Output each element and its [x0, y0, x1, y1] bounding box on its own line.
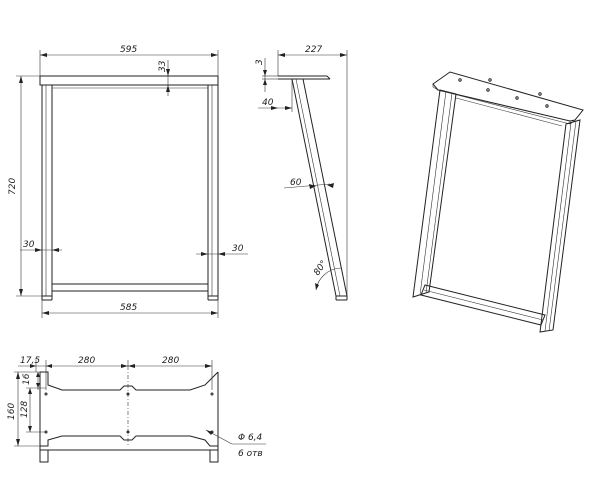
hole-diameter-label: Φ 6,4 — [238, 433, 263, 443]
dim-depth: 227 — [305, 45, 322, 55]
iso-bottom-rail — [420, 284, 546, 326]
iso-left-leg — [412, 89, 457, 298]
side-view: 227 3 40 60 80° — [255, 45, 348, 301]
dim-span-right: 280 — [162, 356, 179, 366]
dim-width-top: 595 — [120, 45, 137, 55]
dim-height: 720 — [8, 178, 18, 195]
dim-edge: 17,5 — [20, 356, 40, 366]
top-plate-view: 17,5 280 280 160 128 16 Φ 6,4 6 отв — [7, 356, 266, 463]
dim-span-left: 280 — [78, 356, 95, 366]
dim-leg-left: 30 — [23, 240, 35, 250]
isometric-view — [412, 71, 584, 333]
dim-angle: 80° — [312, 259, 329, 278]
dim-height-outer: 160 — [7, 403, 17, 420]
front-right-leg — [207, 84, 219, 297]
dim-height-inner: 128 — [20, 401, 30, 418]
dim-plate: 3 — [255, 59, 265, 65]
dim-width-bottom: 585 — [120, 303, 137, 313]
dim-leg-section: 60 — [290, 178, 302, 188]
iso-right-leg — [539, 119, 581, 333]
dim-top-thickness: 33 — [158, 60, 168, 72]
front-view: 595 720 33 30 30 585 — [8, 45, 248, 318]
front-bottom-rail — [51, 283, 209, 292]
front-top-plate — [39, 75, 219, 86]
front-left-leg — [41, 84, 53, 297]
dim-inset: 16 — [22, 373, 32, 385]
dim-leg-right: 30 — [232, 244, 244, 254]
dim-offset: 40 — [262, 98, 274, 108]
hole-count-label: 6 отв — [238, 449, 263, 459]
